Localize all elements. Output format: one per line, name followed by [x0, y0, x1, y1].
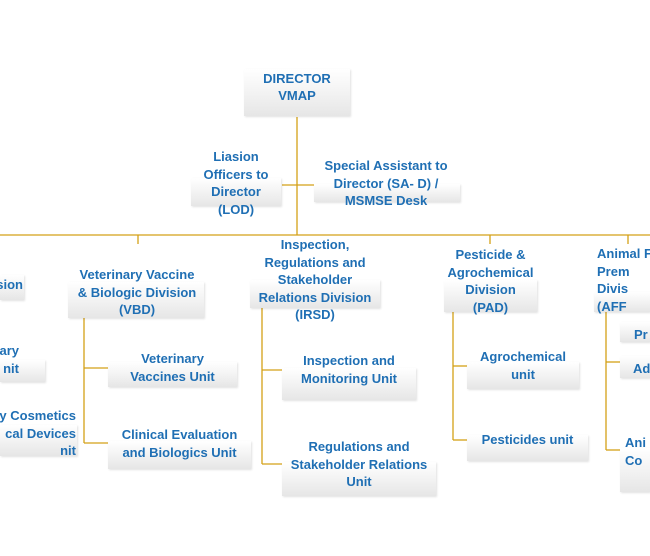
- director-title: DIRECTOR: [263, 71, 331, 86]
- vbd-unit-1-label: Veterinary Vaccines Unit: [130, 351, 215, 384]
- special-assistant-label: Special Assistant to Director (SA- D) / …: [324, 158, 448, 208]
- pad-title: Pesticide & Agrochemical Division (PAD): [447, 247, 534, 315]
- left-unit-2-label: y Cosmetics cal Devices nit: [0, 408, 76, 458]
- affd-unit-1-box: [620, 322, 650, 342]
- affd-unit-1-label: Pr: [634, 327, 648, 342]
- irsd-title: Inspection, Regulations and Stakeholder …: [258, 237, 372, 322]
- liaison-label: Liasion Officers to Director (LOD): [203, 149, 269, 217]
- pad-unit-2-label: Pesticides unit: [481, 432, 574, 447]
- director-subtitle: VMAP: [278, 88, 316, 103]
- irsd-unit-1-label: Inspection and Monitoring Unit: [300, 353, 398, 386]
- left-unit-1-label: ary nit: [0, 343, 19, 376]
- irsd-unit-2-label: Regulations and Stakeholder Relations Un…: [290, 439, 428, 489]
- left-unit-2-box: [0, 425, 77, 456]
- special-assistant-box: [314, 184, 460, 202]
- pad-unit-2-box: [467, 435, 588, 461]
- left-division-box: [0, 275, 24, 300]
- vbd-unit-2-label: Clinical Evaluation and Biologics Unit: [121, 427, 238, 460]
- vbd-title: Veterinary Vaccine & Biologic Division (…: [77, 267, 197, 317]
- vbd-unit-1-box: [108, 362, 237, 387]
- left-unit-1-box: [0, 360, 45, 382]
- vbd-unit-2-box: [108, 441, 251, 469]
- vbd-box: [68, 282, 204, 318]
- affd-unit-3-box: [620, 448, 650, 492]
- affd-unit-3-label: Ani Co: [625, 435, 646, 468]
- affd-title: Animal F Prem Divis (AFF: [597, 246, 650, 314]
- pad-unit-1-label: Agrochemical unit: [480, 349, 566, 382]
- irsd-unit-2-box: [282, 462, 436, 496]
- irsd-unit-1-box: [282, 368, 416, 400]
- pad-box: [444, 280, 537, 312]
- left-division-label: ision: [0, 277, 23, 292]
- pad-unit-1-box: [467, 362, 579, 389]
- director-box: [244, 69, 350, 116]
- affd-unit-2-label: Ad: [633, 361, 650, 376]
- affd-box: [594, 292, 650, 312]
- irsd-box: [250, 280, 380, 308]
- affd-unit-2-box: [620, 356, 650, 378]
- liaison-box: [191, 178, 281, 206]
